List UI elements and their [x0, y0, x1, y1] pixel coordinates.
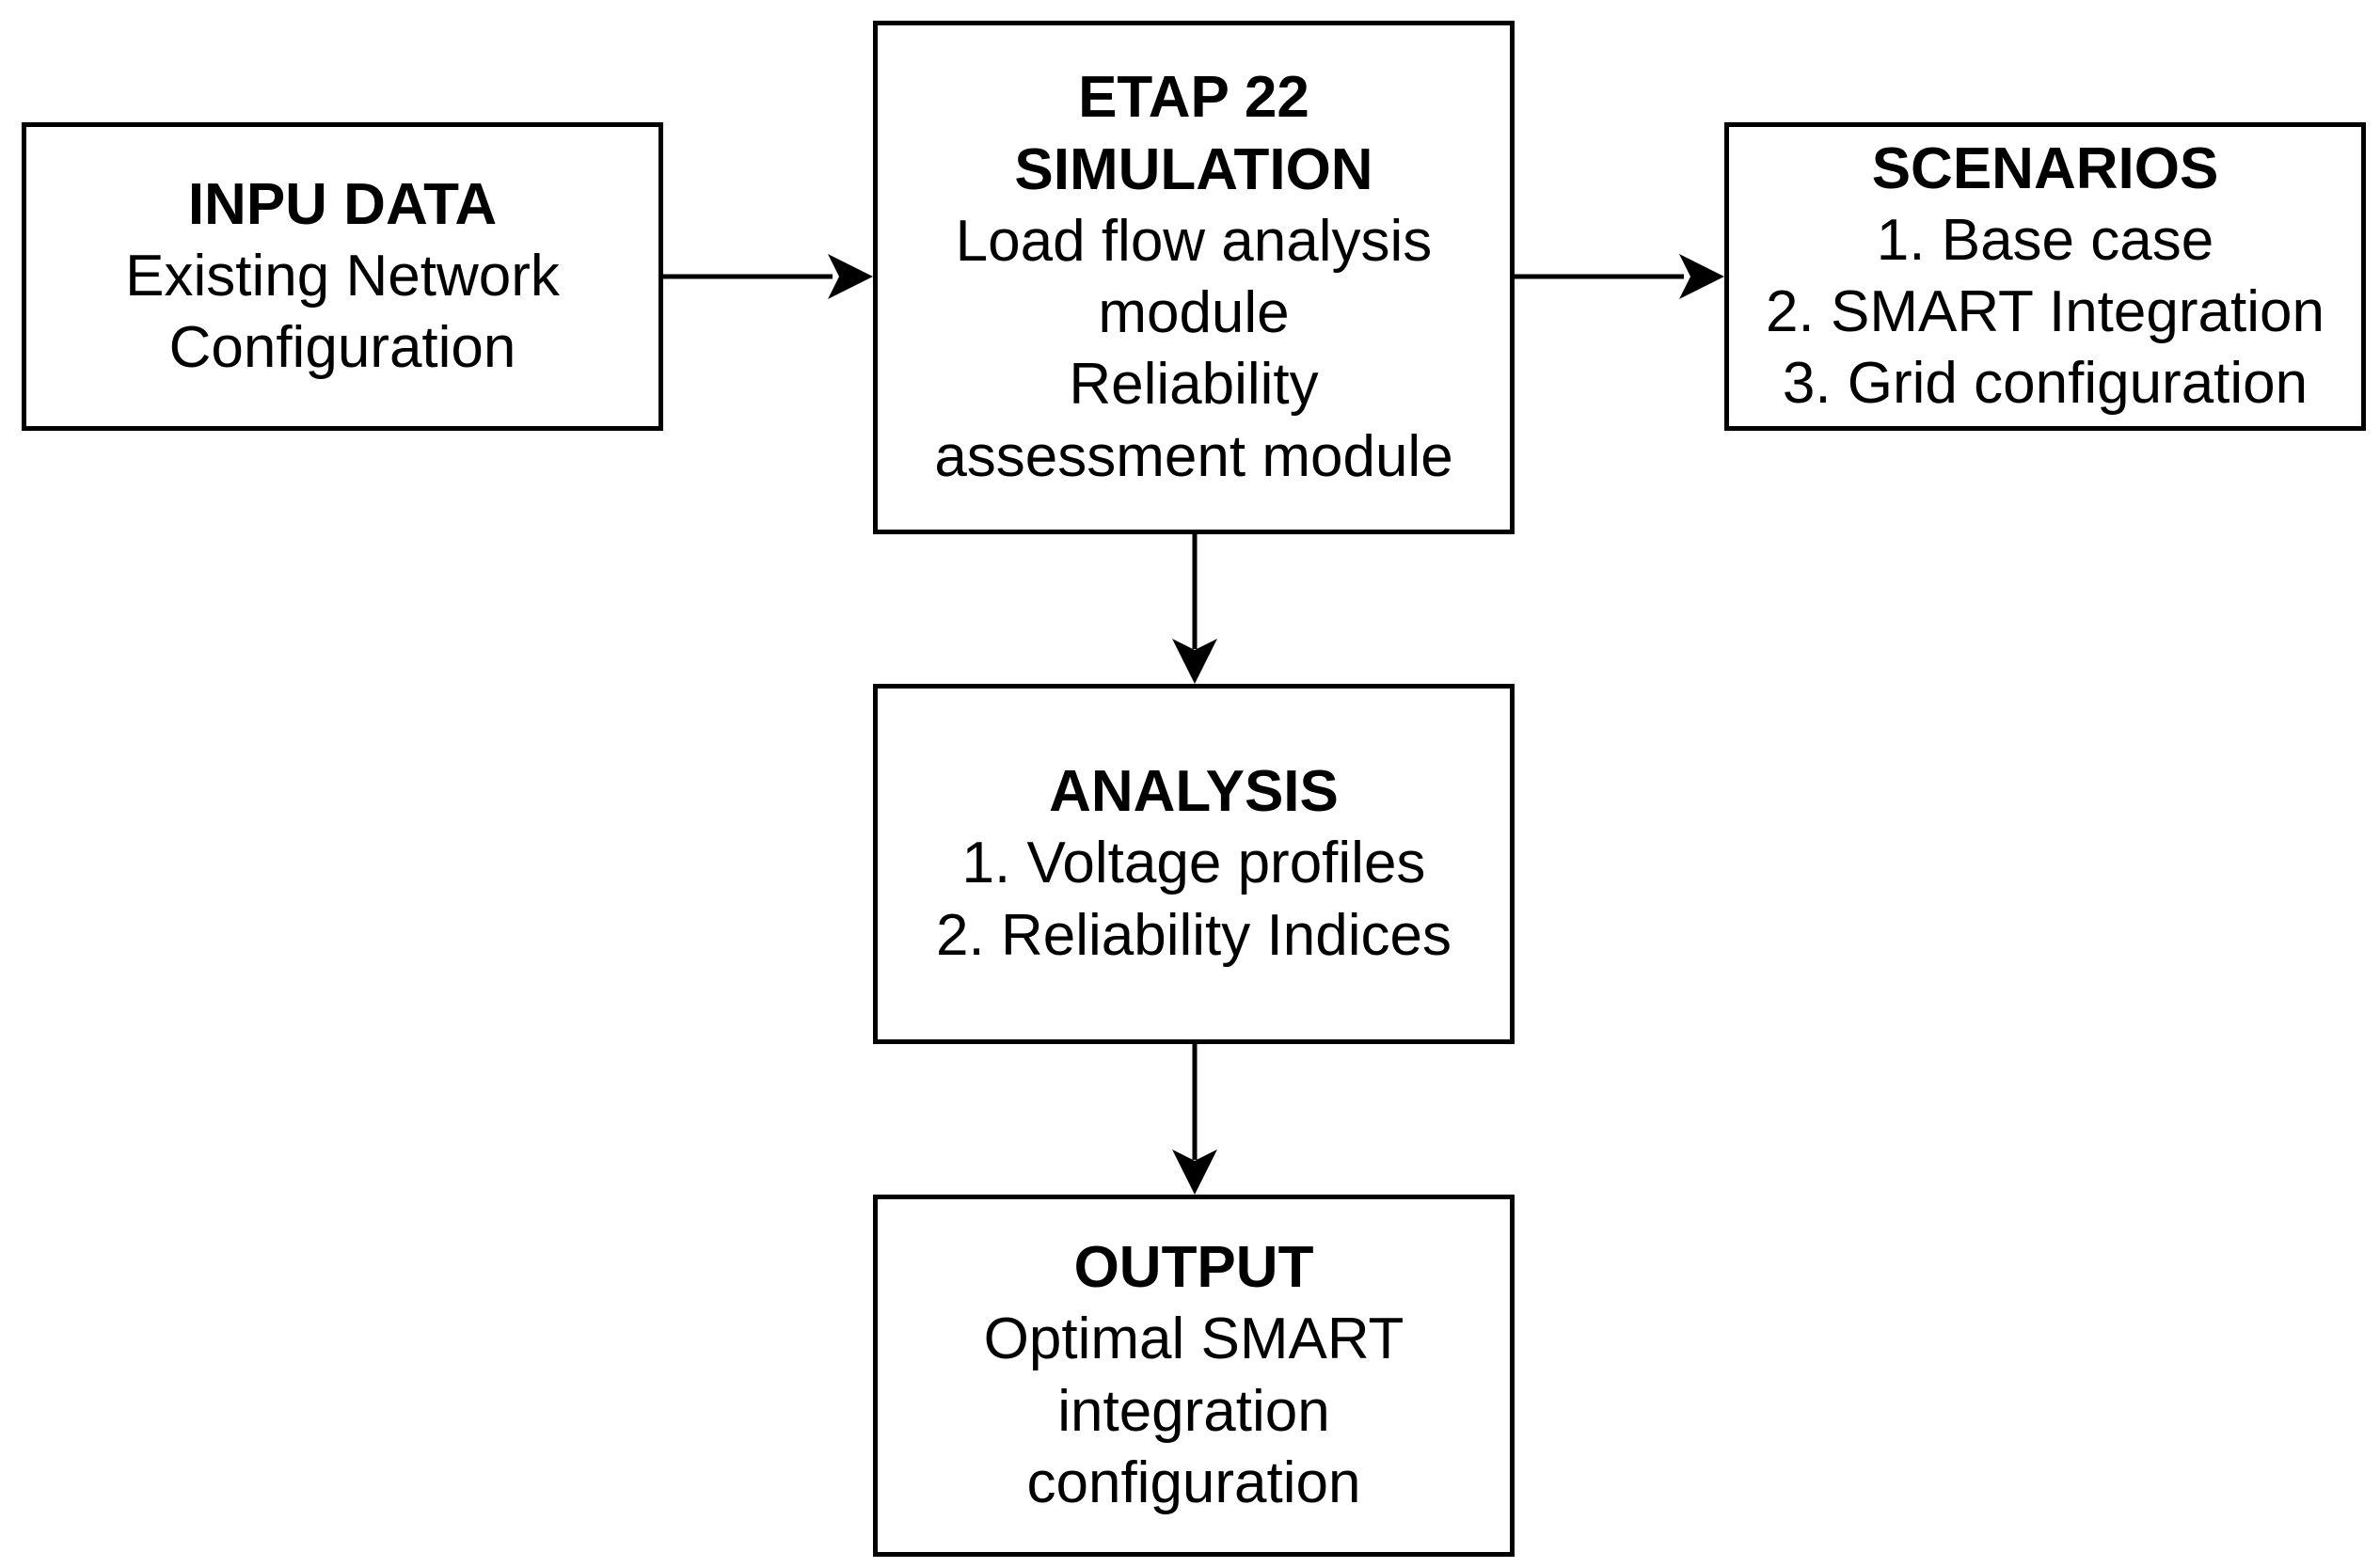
input-data-title: INPU DATA	[187, 171, 498, 237]
output-line: Optimal SMART	[983, 1307, 1404, 1372]
simulation-line: assessment module	[934, 423, 1453, 489]
arrowhead-icon	[1679, 254, 1724, 299]
analysis-title: ANALYSIS	[1049, 759, 1339, 825]
simulation-title: ETAP 22	[1078, 65, 1309, 131]
scenarios-item: 2. SMART Integration	[1766, 279, 2324, 344]
input-data-box: INPU DATA Existing Network Configuration	[22, 122, 663, 431]
arrowhead-icon	[828, 254, 873, 299]
analysis-item: 2. Reliability Indices	[936, 902, 1452, 968]
simulation-title: SIMULATION	[1014, 136, 1373, 202]
input-data-line: Configuration	[168, 315, 516, 381]
output-line: integration	[1057, 1378, 1330, 1444]
analysis-item: 1. Voltage profiles	[961, 831, 1426, 896]
arrow-simulation-to-scenarios	[1515, 254, 1724, 299]
arrow-simulation-to-analysis	[1172, 534, 1217, 684]
output-box: OUTPUT Optimal SMART integration configu…	[873, 1195, 1515, 1557]
simulation-box: ETAP 22 SIMULATION Load flow analysis mo…	[873, 21, 1515, 534]
analysis-box: ANALYSIS 1. Voltage profiles 2. Reliabil…	[873, 684, 1515, 1044]
arrowhead-icon	[1172, 1149, 1217, 1195]
output-title: OUTPUT	[1073, 1235, 1314, 1300]
arrow-input-to-simulation	[663, 254, 873, 299]
output-line: configuration	[1026, 1449, 1361, 1515]
scenarios-box: SCENARIOS 1. Base case 2. SMART Integrat…	[1724, 122, 2366, 431]
arrow-analysis-to-output	[1172, 1044, 1217, 1195]
simulation-line: module	[1098, 280, 1290, 345]
scenarios-title: SCENARIOS	[1871, 135, 2219, 201]
scenarios-item: 1. Base case	[1876, 207, 2214, 273]
scenarios-item: 3. Grid configuration	[1782, 351, 2309, 417]
input-data-line: Existing Network	[125, 243, 560, 309]
simulation-line: Reliability	[1069, 352, 1319, 418]
arrowhead-icon	[1172, 639, 1217, 684]
simulation-line: Load flow analysis	[955, 208, 1433, 274]
